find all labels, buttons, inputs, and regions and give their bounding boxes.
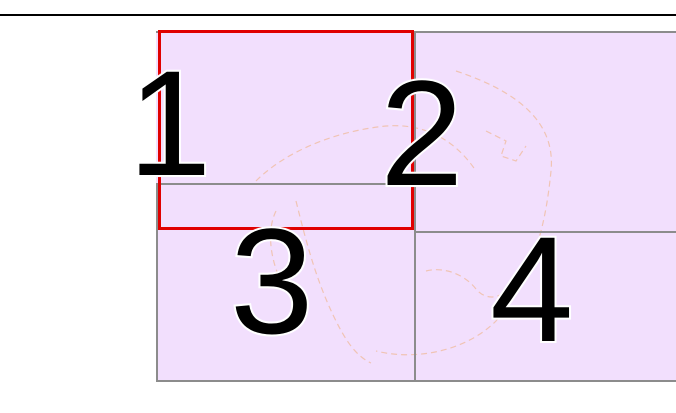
tile-1-label[interactable]: 1 (128, 48, 211, 198)
top-divider (0, 14, 676, 16)
tile-4-label[interactable]: 4 (490, 214, 573, 364)
tile-2-label[interactable]: 2 (380, 58, 463, 208)
tile-3-label[interactable]: 3 (230, 206, 313, 356)
grid-line-bottom (156, 380, 676, 382)
